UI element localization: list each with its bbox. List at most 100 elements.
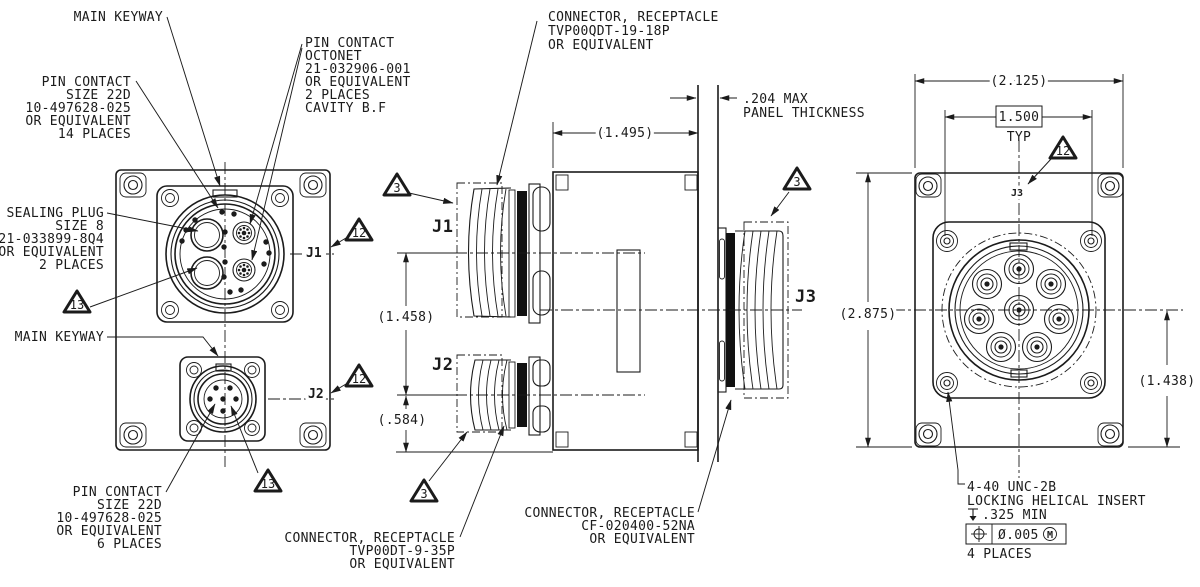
j1-receptacle-side xyxy=(456,182,551,324)
balloon-3-j1-side: 3 xyxy=(382,172,412,197)
svg-text:CF-020400-52NA: CF-020400-52NA xyxy=(581,519,695,534)
note-receptacle-j3: CONNECTOR, RECEPTACLE CF-020400-52NA OR … xyxy=(524,399,732,547)
svg-text:13: 13 xyxy=(261,477,275,491)
svg-text:SEALING PLUG: SEALING PLUG xyxy=(6,206,104,221)
svg-text:(1.458): (1.458) xyxy=(378,310,435,325)
svg-text:CONNECTOR, RECEPTACLE: CONNECTOR, RECEPTACLE xyxy=(548,10,719,25)
svg-text:3: 3 xyxy=(393,181,400,195)
j3-contacts xyxy=(963,253,1075,363)
svg-text:TVP00DT-9-35P: TVP00DT-9-35P xyxy=(349,544,455,559)
svg-text:OR EQUIVALENT: OR EQUIVALENT xyxy=(56,524,162,539)
svg-text:LOCKING HELICAL INSERT: LOCKING HELICAL INSERT xyxy=(967,494,1146,509)
dim-center-to-base: (1.438) xyxy=(1128,310,1199,448)
svg-text:(2.875): (2.875) xyxy=(840,307,897,322)
front-corner-mounting-holes xyxy=(119,172,327,448)
svg-text:10-497628-025: 10-497628-025 xyxy=(25,101,131,116)
balloon-12-j2: 12 xyxy=(344,363,374,388)
side-view: J1 J2 J3 xyxy=(429,85,819,462)
svg-text:3: 3 xyxy=(420,487,427,501)
svg-text:(2.125): (2.125) xyxy=(991,74,1048,89)
svg-text:2 PLACES: 2 PLACES xyxy=(305,88,370,103)
dim-hole-spacing: 1.500 TYP xyxy=(944,105,1093,236)
balloon-13-sealing-plug: 13 xyxy=(62,289,92,314)
svg-text:TVP00QDT-19-18P: TVP00QDT-19-18P xyxy=(548,24,670,39)
svg-text:CONNECTOR, RECEPTACLE: CONNECTOR, RECEPTACLE xyxy=(284,531,455,546)
svg-text:(1.438): (1.438) xyxy=(1139,374,1196,389)
svg-text:21-032906-001: 21-032906-001 xyxy=(305,62,411,77)
svg-text:PIN CONTACT: PIN CONTACT xyxy=(305,36,394,51)
svg-text:SIZE 22D: SIZE 22D xyxy=(66,88,131,103)
front-plate-outline xyxy=(115,169,331,451)
dim-j1-to-j2: (1.458) xyxy=(374,252,455,396)
j2-main-keyway xyxy=(215,363,232,372)
svg-text:SIZE 22D: SIZE 22D xyxy=(97,498,162,513)
svg-text:10-497628-025: 10-497628-025 xyxy=(56,511,162,526)
j2-pin-contacts xyxy=(207,385,239,414)
j3-rear-label: J3 xyxy=(1011,188,1023,199)
j1-sealing-plugs xyxy=(190,218,224,290)
svg-text:4-40 UNC-2B: 4-40 UNC-2B xyxy=(967,480,1056,495)
j1-octonet-contacts xyxy=(232,221,256,282)
mmc-symbol-icon: M xyxy=(1043,527,1057,541)
rear-view: J3 xyxy=(893,140,1183,478)
j2-front-label: J2 xyxy=(308,387,324,402)
panel-section xyxy=(697,85,719,462)
note-sealing-plug: SEALING PLUG SIZE 8 21-033899-8Q4 OR EQU… xyxy=(0,206,199,273)
dim-panel-thickness: .204 MAX PANEL THICKNESS xyxy=(670,92,865,121)
svg-text:13: 13 xyxy=(70,298,84,312)
svg-text:(1.495): (1.495) xyxy=(597,126,654,141)
svg-text:PIN CONTACT: PIN CONTACT xyxy=(73,485,162,500)
svg-text:OR EQUIVALENT: OR EQUIVALENT xyxy=(305,75,411,90)
svg-text:.325 MIN: .325 MIN xyxy=(982,508,1047,523)
note-receptacle-j1: CONNECTOR, RECEPTACLE TVP00QDT-19-18P OR… xyxy=(496,10,719,186)
svg-text:12: 12 xyxy=(1056,144,1070,158)
dim-overall-height: (2.875) xyxy=(836,172,912,448)
svg-text:4 PLACES: 4 PLACES xyxy=(967,547,1032,562)
svg-text:M: M xyxy=(1047,530,1053,541)
j2-receptacle-front xyxy=(179,356,266,442)
j1-front-label: J1 xyxy=(306,246,322,261)
svg-text:2 PLACES: 2 PLACES xyxy=(39,258,104,273)
svg-text:PANEL THICKNESS: PANEL THICKNESS xyxy=(743,106,865,121)
dim-overall-width: (2.125) xyxy=(914,71,1124,168)
j2-flange xyxy=(179,356,266,442)
balloon-13-pin-contact-6: 13 xyxy=(253,468,283,493)
svg-text:OR EQUIVALENT: OR EQUIVALENT xyxy=(349,557,455,572)
j1-side-label: J1 xyxy=(432,217,453,237)
balloon-3-j2-side: 3 xyxy=(409,478,439,503)
svg-text:OR EQUIVALENT: OR EQUIVALENT xyxy=(589,532,695,547)
housing-label-plate xyxy=(616,249,641,373)
svg-text:OR EQUIVALENT: OR EQUIVALENT xyxy=(0,245,104,260)
svg-text:(.584): (.584) xyxy=(378,413,427,428)
dimensions: (1.495) .204 MAX PANEL THICKNESS (1.458)… xyxy=(374,71,1199,453)
svg-text:Ø.005: Ø.005 xyxy=(998,528,1039,543)
note-pin-contact-14: PIN CONTACT SIZE 22D 10-497628-025 OR EQ… xyxy=(25,75,219,209)
svg-text:OR EQUIVALENT: OR EQUIVALENT xyxy=(25,114,131,129)
svg-text:SIZE 8: SIZE 8 xyxy=(55,219,104,234)
note-main-keyway-top: MAIN KEYWAY xyxy=(74,10,163,25)
j3-side-label: J3 xyxy=(795,287,816,307)
svg-text:14 PLACES: 14 PLACES xyxy=(58,127,131,142)
svg-text:21-033899-8Q4: 21-033899-8Q4 xyxy=(0,232,104,247)
svg-text:3: 3 xyxy=(793,175,800,189)
svg-text:.204 MAX: .204 MAX xyxy=(743,92,808,107)
svg-text:6 PLACES: 6 PLACES xyxy=(97,537,162,552)
housing-body xyxy=(552,171,699,451)
note-locking-insert: 4-40 UNC-2B LOCKING HELICAL INSERT .325 … xyxy=(946,391,1146,562)
dim-body-width: (1.495) xyxy=(552,122,699,168)
annotations: MAIN KEYWAY PIN CONTACT SIZE 22D 10-4976… xyxy=(0,10,1146,572)
svg-text:CAVITY B.F: CAVITY B.F xyxy=(305,101,386,116)
svg-text:PIN CONTACT: PIN CONTACT xyxy=(42,75,131,90)
balloon-12-j3-rear: 12 xyxy=(1048,135,1078,160)
svg-text:CONNECTOR, RECEPTACLE: CONNECTOR, RECEPTACLE xyxy=(524,506,695,521)
basic-dimension-box xyxy=(995,105,1043,128)
note-octonet: PIN CONTACT OCTONET 21-032906-001 OR EQU… xyxy=(249,36,411,261)
svg-text:OR EQUIVALENT: OR EQUIVALENT xyxy=(548,38,654,53)
balloon-12-j1: 12 xyxy=(344,217,374,242)
svg-text:OCTONET: OCTONET xyxy=(305,49,362,64)
svg-text:12: 12 xyxy=(352,226,366,240)
feature-control-frame: Ø.005 M xyxy=(965,523,1067,545)
position-symbol-icon xyxy=(971,526,987,542)
